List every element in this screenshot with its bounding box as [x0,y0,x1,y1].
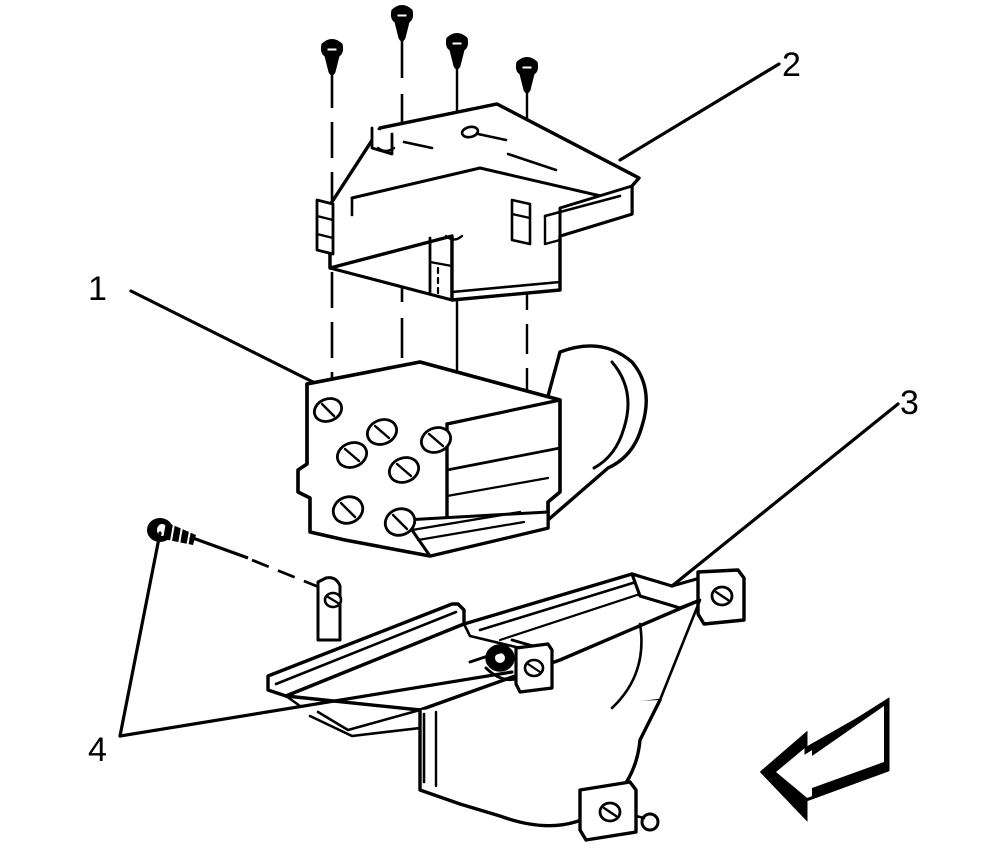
brake-pressure-modulator-valve [296,344,648,558]
modulator-mounting-bracket [266,568,746,842]
leader-line-4b [118,670,514,738]
pump-motor [546,344,648,522]
bracket-mounting-bolt [147,518,337,596]
screw-2 [390,5,414,372]
callout-label-1: 1 [88,270,107,308]
electronic-brake-control-module [315,102,641,302]
bolt-alignment-dashed-line [251,558,337,596]
callout-label-2: 2 [782,46,801,84]
module-top-marking [460,125,480,139]
brake-line-ports [312,397,453,537]
callout-label-4: 4 [88,731,107,769]
leader-line-2 [618,62,781,162]
direction-arrow [759,697,890,822]
leader-line-3 [670,402,900,588]
leader-line-1 [129,289,315,384]
leader-line-4a [118,531,162,738]
callout-leader-lines [118,62,900,738]
callout-label-3: 3 [900,384,919,422]
